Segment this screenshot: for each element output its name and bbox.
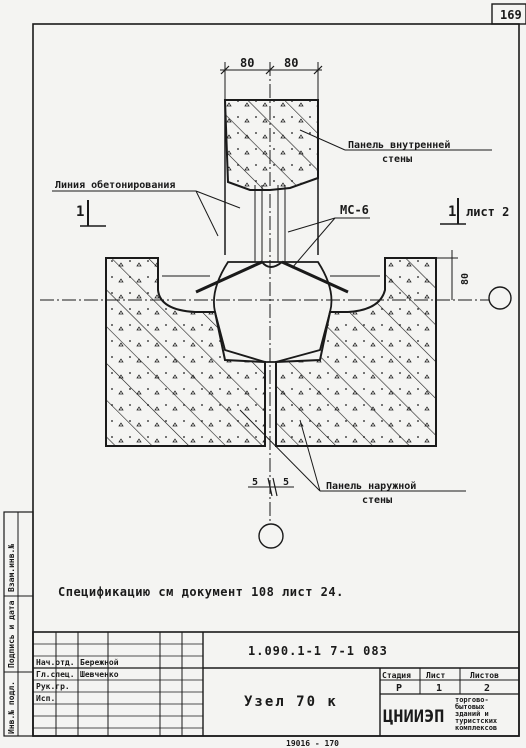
page-number: 169 (500, 8, 522, 22)
dim-left: 80 (240, 56, 254, 70)
org-line4: туристских (455, 717, 498, 725)
panel-inner-line2: стены (382, 154, 412, 165)
panel-inner-line1: Панель внутренней (348, 139, 450, 151)
section-left-number: 1 (76, 204, 84, 220)
section-right-number: 1 (448, 204, 456, 220)
col-sheets-label: Листов (470, 671, 499, 680)
side-stamp-col2: Подпись и дата (7, 600, 16, 668)
org-line1: торгово- (455, 696, 489, 704)
org-line5: комплексов (455, 724, 497, 732)
sign-name2: Шевченко (80, 670, 119, 679)
section-mark-left: 1 (76, 200, 106, 227)
org-line3: зданий и (455, 710, 489, 718)
doc-code: 1.090.1-1 7-1 083 (248, 644, 388, 658)
title-text: Узел 70 к (244, 694, 338, 710)
title-block: Нач.отд. Гл.спец. Рук.гр. Исп. Бережной … (32, 631, 520, 737)
dim-right: 80 (284, 56, 298, 70)
panel-outer-line1: Панель наружной (326, 480, 416, 492)
label-mc6: МС-6 (287, 203, 370, 269)
dim-bottom-right: 5 (283, 477, 289, 488)
inner-wall-panel (223, 99, 319, 262)
footer-partial: 19016 - 170 (286, 739, 339, 748)
side-stamp-col3: Взам.инв.№ (7, 544, 16, 592)
outer-wall-panels (105, 257, 437, 447)
section-mark-right: 1 лист 2 (440, 198, 509, 225)
side-stamp-col1: Инв.№ подл. (7, 681, 16, 734)
panel-outer-line2: стены (362, 495, 392, 506)
sheet-value: 1 (436, 683, 442, 694)
sign-row4: Исп. (36, 694, 55, 703)
axis-marker-bottom (258, 523, 284, 549)
sign-row3: Рук.гр. (36, 682, 70, 691)
page-number-box (491, 3, 526, 25)
sheets-value: 2 (484, 683, 490, 694)
top-dimension: 80 80 (220, 56, 323, 100)
label-panel-inner: Панель внутренней стены (299, 129, 492, 165)
side-dimension: 80 (436, 250, 471, 300)
dim-side: 80 (460, 273, 471, 285)
col-stage-label: Стадия (382, 671, 411, 680)
bottom-dimension: 5 5 (248, 477, 294, 497)
col-sheet-label: Лист (426, 671, 445, 680)
specification-note: Спецификацию см документ 108 лист 24. (58, 585, 344, 599)
stage-value: Р (396, 683, 402, 694)
dim-bottom-left: 5 (252, 477, 258, 488)
concrete-line-label: Линия обетонирования (55, 179, 175, 191)
mark-mc: МС-6 (340, 203, 369, 217)
org-line2: бытовых (455, 703, 485, 711)
sign-name1: Бережной (80, 658, 119, 667)
sign-row1: Нач.отд. (36, 658, 75, 667)
section-right-sheet: лист 2 (466, 205, 509, 219)
axis-marker-right (488, 286, 512, 310)
label-panel-outer: Панель наружной стены (239, 409, 466, 506)
org-short: ЦНИИЭП (383, 707, 444, 727)
sign-row2: Гл.спец. (36, 670, 75, 679)
side-stamp: Инв.№ подл. Подпись и дата Взам.инв.№ (3, 511, 34, 737)
label-concrete-line: Линия обетонирования (52, 179, 241, 237)
